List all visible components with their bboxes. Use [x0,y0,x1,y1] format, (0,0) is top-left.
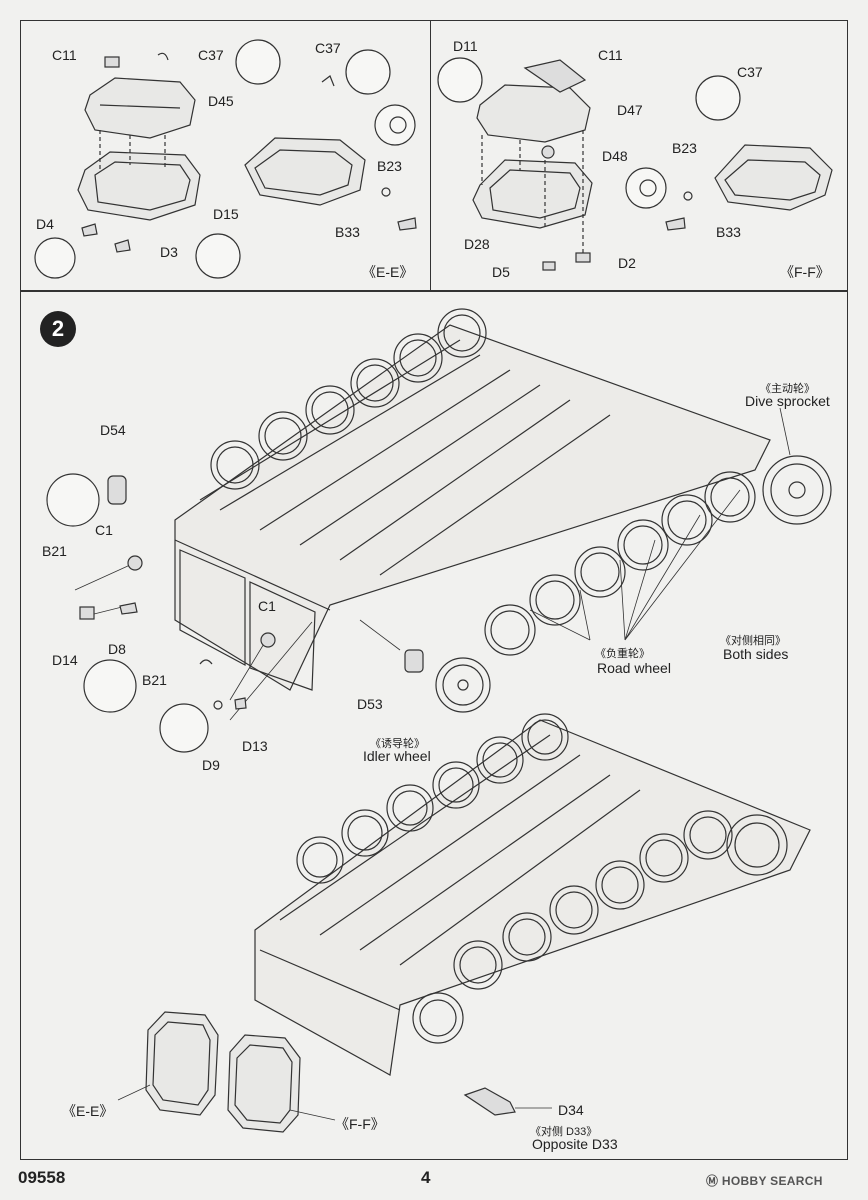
hatch-frame-d15 [77,151,201,221]
panel-caption-ff: 《F-F》 [780,264,830,280]
part-label: D54 [100,422,126,438]
part-label: C37 [198,47,224,63]
part-label: C1 [258,598,276,614]
hatch-cover-ff-lower [227,1034,301,1133]
sprocket-label-cn: 《主动轮》 [760,383,815,395]
part-label: D34 [558,1102,584,1118]
part-label: D11 [453,38,478,54]
road-wheels-upper-bottom-row [484,471,756,656]
road-wheels-lower-top-row [296,713,569,884]
part-label: C11 [598,47,623,63]
part-label: B33 [335,224,360,240]
page-number: 4 [421,1168,431,1187]
part-label: D2 [618,255,636,271]
hatch-top-d47 [476,84,591,143]
opposite-label-en: Opposite D33 [532,1136,618,1152]
hatch-assembled-ee [244,137,366,206]
part-label: D47 [617,102,643,118]
road-wheel-label-en: Road wheel [597,660,671,676]
part-label: B21 [142,672,167,688]
part-label: D48 [602,148,628,164]
hatch-cover-ee-lower [145,1011,219,1116]
step-number-badge: 2 [40,311,76,347]
hatch-top-d45 [84,77,196,139]
watermark-logo: Ⓜ HOBBY SEARCH [706,1174,823,1188]
both-sides-label-en: Both sides [723,646,789,662]
part-label: D4 [36,216,54,232]
product-code: 09558 [18,1168,66,1187]
part-label: D28 [464,236,490,252]
part-label: C37 [315,40,341,56]
part-label: D13 [242,738,268,754]
panel-caption-ee: 《E-E》 [362,264,414,280]
part-d34 [463,1087,516,1116]
part-label: C37 [737,64,763,80]
part-label: B23 [377,158,402,174]
part-label: D8 [108,641,126,657]
ref-label-ff: 《F-F》 [335,1116,385,1132]
part-label: B33 [716,224,741,240]
sprocket-label-en: Dive sprocket [745,393,830,409]
part-label: D5 [492,264,510,280]
part-label: D15 [213,206,239,222]
part-label: C1 [95,522,113,538]
idler-label-en: Idler wheel [363,748,431,764]
part-label: D3 [160,244,178,260]
drive-sprocket [762,455,832,525]
part-label: D53 [357,696,383,712]
panel-ff-frame [430,20,848,292]
part-label: D45 [208,93,234,109]
hatch-assembled-ff [714,144,833,211]
opposite-label-cn: 《对侧 D33》 [530,1126,598,1138]
step-2-frame [20,290,848,1160]
part-label: D9 [202,757,220,773]
part-label: D14 [52,652,78,668]
idler-wheel [435,657,491,713]
road-wheels-lower-bottom-row [453,810,733,990]
hull-upper [174,324,771,691]
ref-label-ee: 《E-E》 [62,1103,114,1119]
idler-label-cn: 《诱导轮》 [370,738,425,750]
road-wheel-label-cn: 《负重轮》 [595,648,650,660]
part-label: B21 [42,543,67,559]
part-label: B23 [672,140,697,156]
part-label: C11 [52,47,77,63]
hull-lower [254,719,811,1076]
road-wheels-upper-top-row [210,308,487,490]
both-sides-label-cn: 《对侧相同》 [720,635,786,647]
